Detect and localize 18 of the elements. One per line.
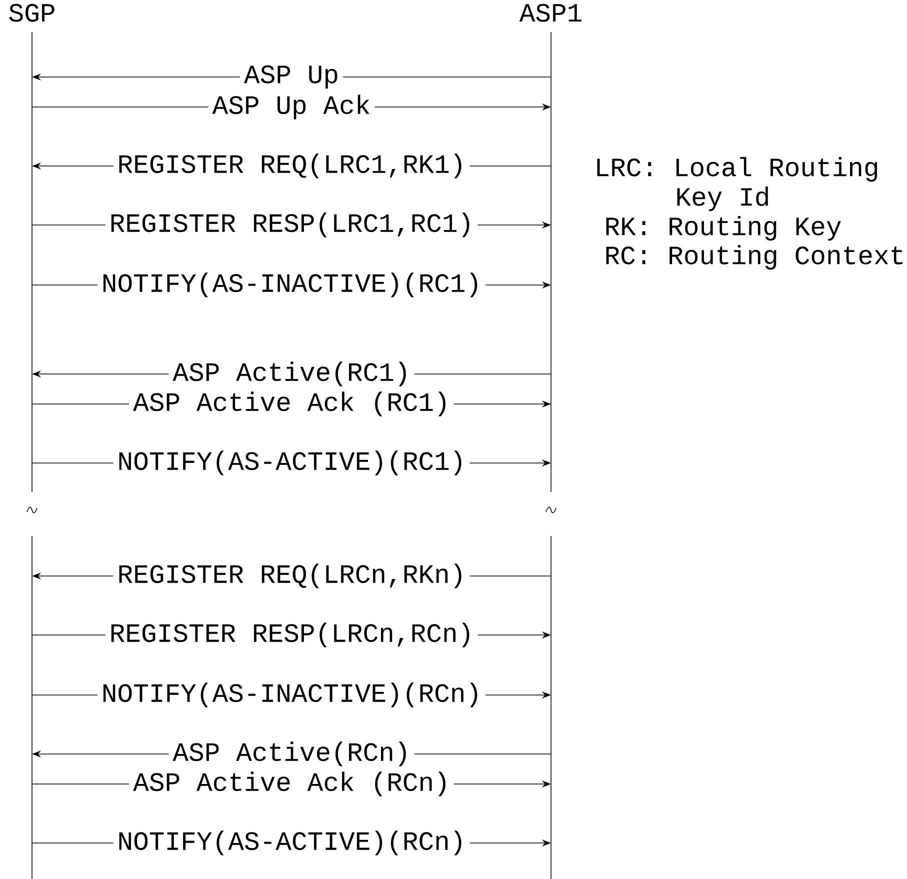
message-label: NOTIFY(AS-ACTIVE)(RC1) bbox=[113, 450, 470, 476]
message-label: ASP Up Ack bbox=[208, 94, 375, 120]
message-label: ASP Up bbox=[240, 64, 344, 90]
message-label: ASP Active(RCn) bbox=[168, 740, 414, 768]
message-label: REGISTER RESP(LRCn,RCn) bbox=[105, 622, 478, 648]
message-label: ASP Active Ack (RCn) bbox=[129, 770, 454, 798]
message-label: ASP Active Ack (RC1) bbox=[129, 390, 454, 418]
message-label: REGISTER REQ(LRCn,RKn) bbox=[113, 562, 470, 590]
participant-label: ASP1 bbox=[519, 4, 582, 22]
message-label: NOTIFY(AS-INACTIVE)(RCn) bbox=[97, 682, 486, 708]
participant-label: SGP bbox=[9, 4, 54, 22]
message-label: NOTIFY(AS-ACTIVE)(RCn) bbox=[113, 830, 470, 856]
message-label: NOTIFY(AS-INACTIVE)(RC1) bbox=[97, 272, 486, 298]
message-label: ASP Active(RC1) bbox=[168, 360, 414, 388]
glossary-text: RC: Routing Context bbox=[606, 245, 902, 270]
message-label: REGISTER REQ(LRC1,RK1) bbox=[113, 152, 470, 180]
message-label: REGISTER RESP(LRC1,RC1) bbox=[105, 212, 478, 238]
glossary-text: RK: Routing Key bbox=[606, 216, 841, 241]
